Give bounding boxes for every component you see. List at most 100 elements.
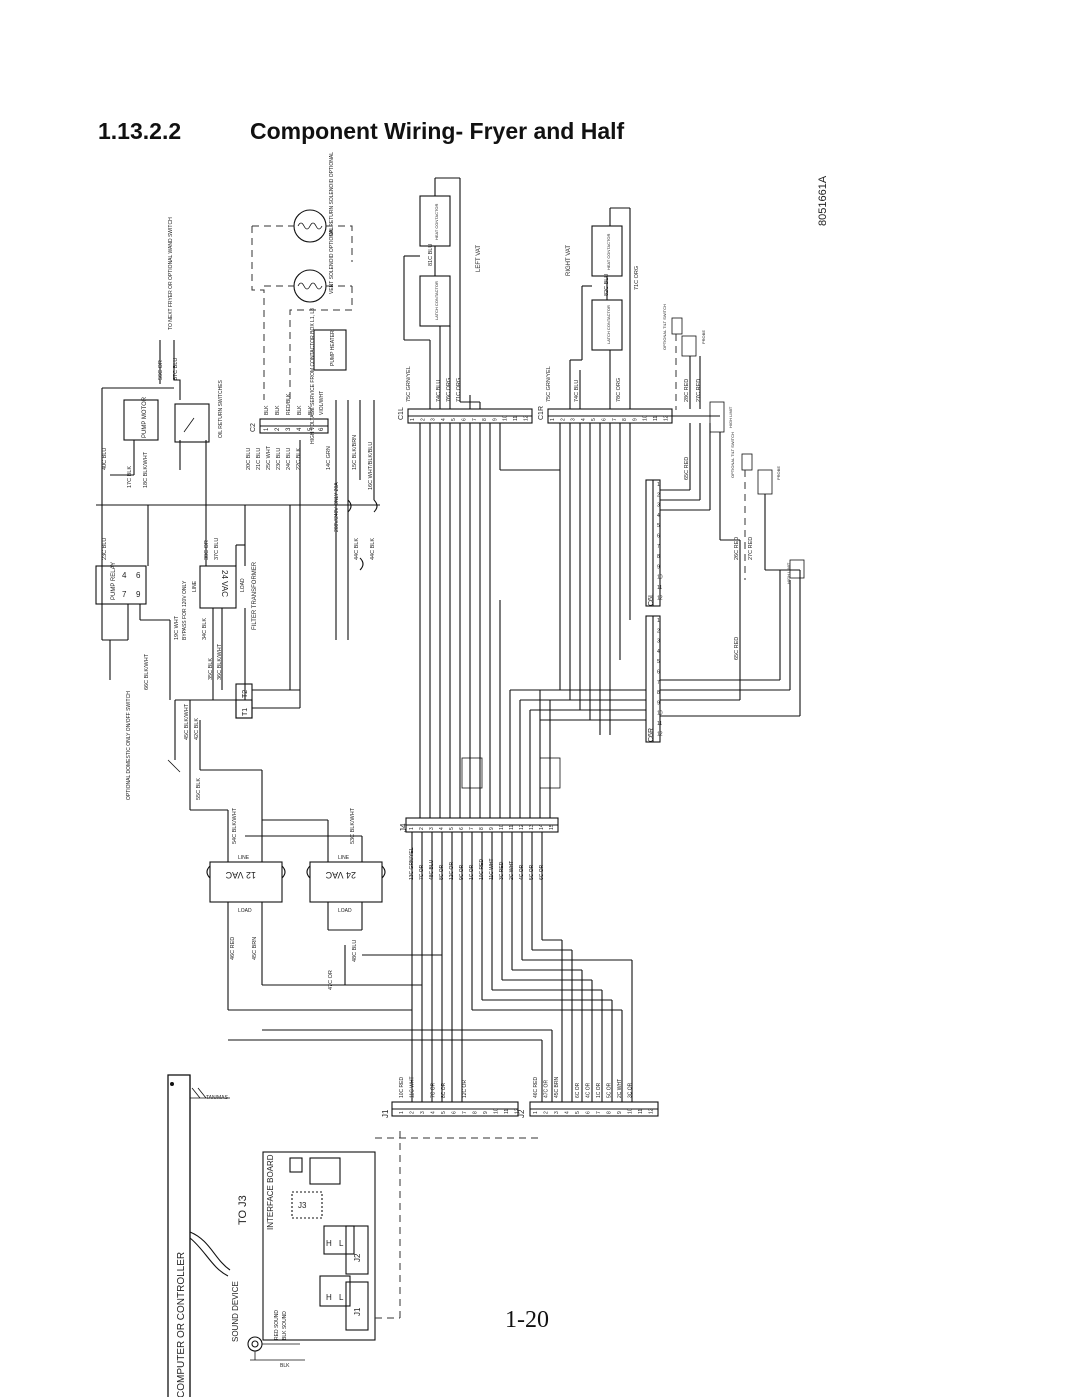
page-number: 1-20 xyxy=(505,1307,549,1333)
j2-pin: 11 xyxy=(638,1109,644,1114)
svg-text:47C OR: 47C OR xyxy=(328,970,334,990)
c6l-pin: 1 xyxy=(657,482,660,488)
c6r-pin: 5 xyxy=(657,659,660,665)
j1-pin: 7 xyxy=(462,1111,468,1114)
c1l-pin: 2 xyxy=(420,418,426,421)
svg-text:48C BLU: 48C BLU xyxy=(352,940,358,962)
j2-pin: 5 xyxy=(575,1111,581,1114)
j4-wire-label: 10C RED xyxy=(479,858,485,880)
j2-pin: 2 xyxy=(544,1111,550,1114)
j1-pin: 11 xyxy=(504,1109,510,1114)
tilt-probe-group-2: OPTIONAL TILT SWITCH PROBE HIGH LIMIT xyxy=(730,432,805,584)
svg-text:27C RED: 27C RED xyxy=(696,379,702,402)
left-vat-label: LEFT VAT xyxy=(476,245,482,272)
c1l-label: C1L xyxy=(398,407,405,420)
j2-pin: 12 xyxy=(649,1108,655,1114)
j1-pin: 3 xyxy=(420,1111,426,1114)
left-vat: HEAT CONTACTOR LATCH CONTACTOR LEFT VAT xyxy=(403,177,482,409)
filter-transformer-vac: 24 VAC xyxy=(220,570,229,597)
svg-text:L: L xyxy=(339,1239,344,1248)
c6l-pin: 8 xyxy=(657,554,660,560)
j4-wire-label: 11C WHT xyxy=(489,858,495,880)
c1l-pin: 8 xyxy=(482,418,488,421)
j4-pin: 3 xyxy=(429,827,435,830)
svg-text:23C BLU: 23C BLU xyxy=(276,448,282,470)
j1-pin: 8 xyxy=(473,1111,479,1114)
svg-text:75C GRN/YEL: 75C GRN/YEL xyxy=(406,366,412,402)
pump-relay-label: PUMP RELAY xyxy=(111,562,117,600)
j2-wire-label: 1C OR xyxy=(596,1082,602,1098)
j4-wire-label: 1C OR xyxy=(469,864,475,880)
high-voltage-label: HIGH VOLTAGE SERVICE FROM CONTACTOR BOX … xyxy=(310,308,316,444)
c2-pin: 2 xyxy=(275,427,281,431)
svg-text:4: 4 xyxy=(122,571,127,580)
c2-wire-label: BLK xyxy=(308,405,314,415)
svg-text:17C BLK: 17C BLK xyxy=(127,466,133,488)
j2-wire-label: 5C OR xyxy=(607,1082,613,1098)
svg-text:BLK SOUND: BLK SOUND xyxy=(282,1311,288,1340)
svg-text:36C BLK/WHT: 36C BLK/WHT xyxy=(217,643,223,680)
c6r-pin: 10 xyxy=(657,711,663,717)
j2-connector-label: J2 xyxy=(517,1109,526,1118)
svg-text:21C BLU: 21C BLU xyxy=(256,448,262,470)
svg-text:35C BLK: 35C BLK xyxy=(208,658,214,680)
svg-text:16C WHT/BLK/BLU: 16C WHT/BLK/BLU xyxy=(368,442,374,490)
j1-board-label: J1 xyxy=(353,1307,362,1316)
j1-pin: 9 xyxy=(483,1111,489,1114)
svg-text:26C RED: 26C RED xyxy=(734,537,740,560)
c1r-pin: 7 xyxy=(612,418,618,421)
c1l-pin: 3 xyxy=(431,418,437,421)
svg-text:46C RED: 46C RED xyxy=(230,937,236,960)
svg-text:81C BLU: 81C BLU xyxy=(428,244,434,266)
probe-2-label: PROBE xyxy=(776,466,781,480)
svg-text:74C BLU: 74C BLU xyxy=(574,380,580,402)
svg-text:66C BLK/WHT: 66C BLK/WHT xyxy=(144,653,150,690)
j4-wire-label: 3C RED xyxy=(499,861,505,880)
svg-text:55C BLK: 55C BLK xyxy=(196,778,202,800)
c6l-pin: 7 xyxy=(657,544,660,550)
transformer-24vac: 24 VAC LINE LOAD xyxy=(306,845,386,930)
probe-1-label: PROBE xyxy=(701,330,706,344)
svg-text:75C GRN/YEL: 75C GRN/YEL xyxy=(546,366,552,402)
j4-wire-label: 2C WHT xyxy=(509,861,515,880)
right-vat-label: RIGHT VAT xyxy=(566,245,572,276)
j4-pin: 11 xyxy=(509,825,515,830)
c2-pin: 1 xyxy=(264,427,270,431)
c2-wire-label: BLK xyxy=(297,405,303,415)
c2-pin: 6 xyxy=(319,427,325,431)
c6l-pin: 3 xyxy=(657,503,660,509)
j4-pin: 7 xyxy=(469,827,475,830)
j2-pin: 10 xyxy=(628,1108,634,1114)
svg-text:15C BLK/BRN: 15C BLK/BRN xyxy=(352,435,358,470)
on-off-switch: OPTIONAL DOMESTIC ONLY ON/OFF SWITCH xyxy=(126,691,181,800)
c6r-pin: 2 xyxy=(657,628,660,634)
c6r-pin: 6 xyxy=(657,670,660,676)
j4-wire-label: 5C OR xyxy=(529,864,535,880)
j2-wire-label: 2C WHT xyxy=(617,1079,623,1098)
c1l-pin: 6 xyxy=(462,418,468,421)
j1-pin: 6 xyxy=(452,1111,458,1114)
filter-transformer-label: FILTER TRANSFORMER xyxy=(252,561,258,630)
j1-pin: 1 xyxy=(399,1111,405,1114)
c6r-label: C6R xyxy=(648,728,655,742)
svg-text:44C BLK: 44C BLK xyxy=(354,538,360,560)
c1l-pin: 9 xyxy=(492,418,498,421)
svg-text:53C BLK/WHT: 53C BLK/WHT xyxy=(350,807,356,844)
filter-transformer: 24 VAC LINE LOAD FILTER TRANSFORMER xyxy=(192,561,258,630)
c1r-label: C1R xyxy=(538,406,545,420)
oil-return-switches-label: OIL RETURN SWITCHES xyxy=(218,379,224,438)
svg-text:44C BLK: 44C BLK xyxy=(370,538,376,560)
svg-text:LOAD: LOAD xyxy=(240,578,246,592)
transformer-12vac: 12 VAC LINE LOAD xyxy=(206,845,286,1010)
c1l-pin: 11 xyxy=(513,416,519,421)
transformer-24vac-label: 24 VAC xyxy=(325,870,356,880)
j4-pin: 4 xyxy=(439,827,445,830)
svg-text:LINE: LINE xyxy=(238,855,250,861)
j2-wire-label: 3C OR xyxy=(628,1082,634,1098)
high-limit-2-label: HIGH LIMIT xyxy=(786,562,791,584)
